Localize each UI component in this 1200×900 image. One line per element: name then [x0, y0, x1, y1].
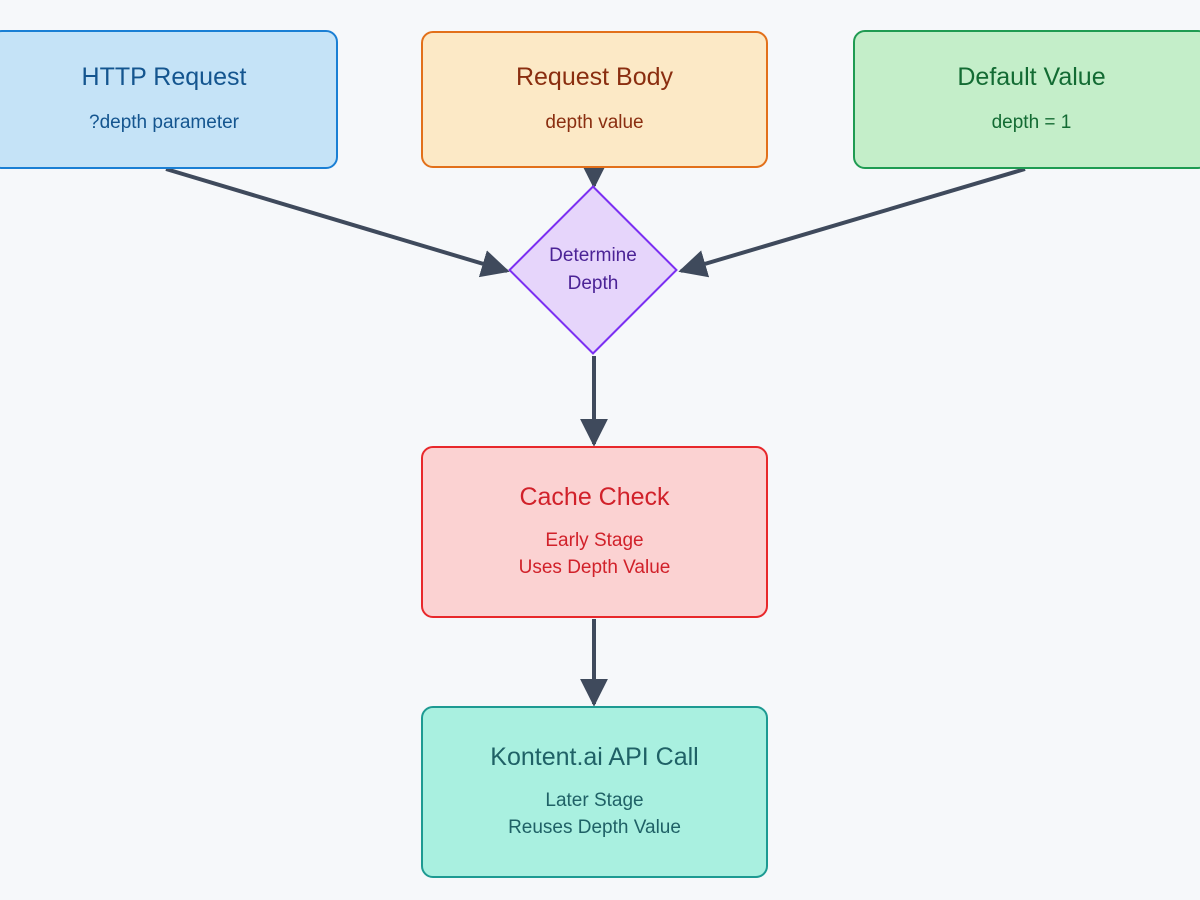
node-cache-check-subtitle-line2: Uses Depth Value [518, 557, 671, 579]
node-determine-depth-title-line1: Determine [549, 244, 637, 266]
node-default-value-subtitle: depth = 1 [991, 112, 1072, 134]
node-http-request[interactable]: HTTP Request ?depth parameter [0, 30, 338, 169]
node-api-call-subtitle-line2: Reuses Depth Value [508, 817, 681, 839]
node-request-body-title: Request Body [515, 62, 674, 91]
node-request-body[interactable]: Request Body depth value [421, 31, 768, 168]
node-determine-depth[interactable]: Determine Depth [508, 185, 678, 355]
node-determine-depth-label: Determine Depth [508, 185, 678, 355]
node-cache-check-title: Cache Check [519, 482, 670, 511]
node-cache-check-subtitle-line1: Early Stage [545, 530, 644, 552]
node-http-request-title: HTTP Request [81, 62, 247, 91]
edge-http-request-to-determine-depth [165, 167, 510, 278]
node-api-call-title: Kontent.ai API Call [490, 742, 699, 771]
node-cache-check[interactable]: Cache Check Early Stage Uses Depth Value [421, 446, 768, 618]
node-default-value[interactable]: Default Value depth = 1 [853, 30, 1200, 169]
node-http-request-subtitle: ?depth parameter [89, 112, 239, 134]
node-determine-depth-title-line2: Depth [567, 273, 619, 294]
node-api-call-subtitle-line1: Later Stage [545, 790, 644, 812]
node-request-body-subtitle: depth value [545, 112, 644, 134]
edge-default-value-to-determine-depth [678, 167, 1026, 278]
node-default-value-title: Default Value [957, 62, 1106, 91]
node-api-call[interactable]: Kontent.ai API Call Later Stage Reuses D… [421, 706, 768, 878]
